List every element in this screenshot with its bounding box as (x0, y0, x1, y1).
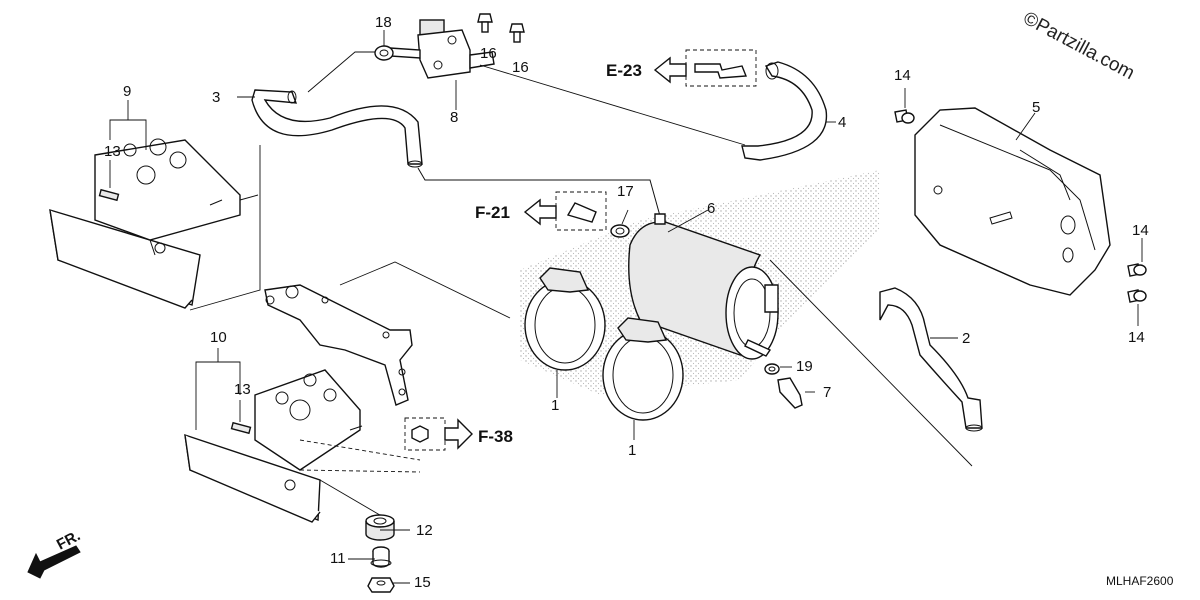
fitting-part-7[interactable] (777, 377, 803, 409)
callout-1b: 1 (628, 442, 636, 459)
frame-bracket[interactable] (264, 284, 413, 406)
callout-18: 18 (375, 14, 392, 31)
bolt-part-16-a[interactable] (477, 13, 493, 33)
bolt-part-14-a[interactable] (894, 109, 915, 124)
hose-part-2[interactable] (879, 287, 983, 432)
callout-14c: 14 (1128, 329, 1145, 346)
reference-f38: F-38 (404, 417, 513, 451)
callout-4: 4 (838, 114, 846, 131)
callout-5: 5 (1032, 99, 1040, 116)
callout-9: 9 (123, 83, 131, 100)
callout-10: 10 (210, 329, 227, 346)
callout-14a: 14 (894, 67, 911, 84)
clip-part-18[interactable] (374, 45, 394, 61)
callout-14b: 14 (1132, 222, 1149, 239)
strap-part-1-b[interactable] (602, 317, 684, 421)
callout-15: 15 (414, 574, 431, 591)
callout-11: 11 (330, 550, 346, 567)
front-arrow-icon: FR. (27, 527, 83, 579)
callout-16a: 16 (480, 45, 497, 62)
callout-12: 12 (416, 522, 433, 539)
bolt-part-14-b[interactable] (1127, 263, 1147, 277)
oring-part-19[interactable] (764, 363, 780, 375)
callout-13b: 13 (234, 381, 251, 398)
hose-part-3[interactable] (251, 89, 423, 168)
bracket-part-10[interactable] (184, 369, 363, 523)
solenoid-valve-part-8[interactable] (389, 19, 495, 79)
reference-e23: E-23 (606, 49, 757, 87)
nut-part-15[interactable] (367, 577, 395, 593)
clamp-part-17[interactable] (610, 224, 630, 238)
reference-f38-label: F-38 (478, 427, 513, 446)
callout-2: 2 (962, 330, 970, 347)
reference-f21-label: F-21 (475, 203, 510, 222)
callout-16b: 16 (512, 59, 529, 76)
strap-part-1-a[interactable] (524, 267, 606, 371)
diagram-code: MLHAF2600 (1106, 574, 1174, 588)
hose-part-4[interactable] (741, 61, 828, 161)
callout-1a: 1 (551, 397, 559, 414)
mount-bracket-part-5[interactable] (914, 107, 1111, 296)
callout-6: 6 (707, 200, 715, 217)
callout-8: 8 (450, 109, 458, 126)
bolt-part-14-c[interactable] (1127, 289, 1147, 303)
callout-3: 3 (212, 89, 220, 106)
callout-7: 7 (823, 384, 831, 401)
reference-e23-label: E-23 (606, 61, 642, 80)
bracket-part-9[interactable] (49, 138, 259, 309)
collar-part-11[interactable] (370, 546, 392, 568)
rubber-mount-part-12[interactable] (365, 514, 395, 541)
bolt-part-16-b[interactable] (509, 23, 525, 43)
callout-13a: 13 (104, 143, 121, 160)
callout-19: 19 (796, 358, 813, 375)
reference-f21: F-21 (475, 191, 607, 231)
watermark: ©Partzilla.com (1020, 8, 1138, 84)
callout-17: 17 (617, 183, 634, 200)
canister-part-6[interactable] (628, 213, 779, 360)
